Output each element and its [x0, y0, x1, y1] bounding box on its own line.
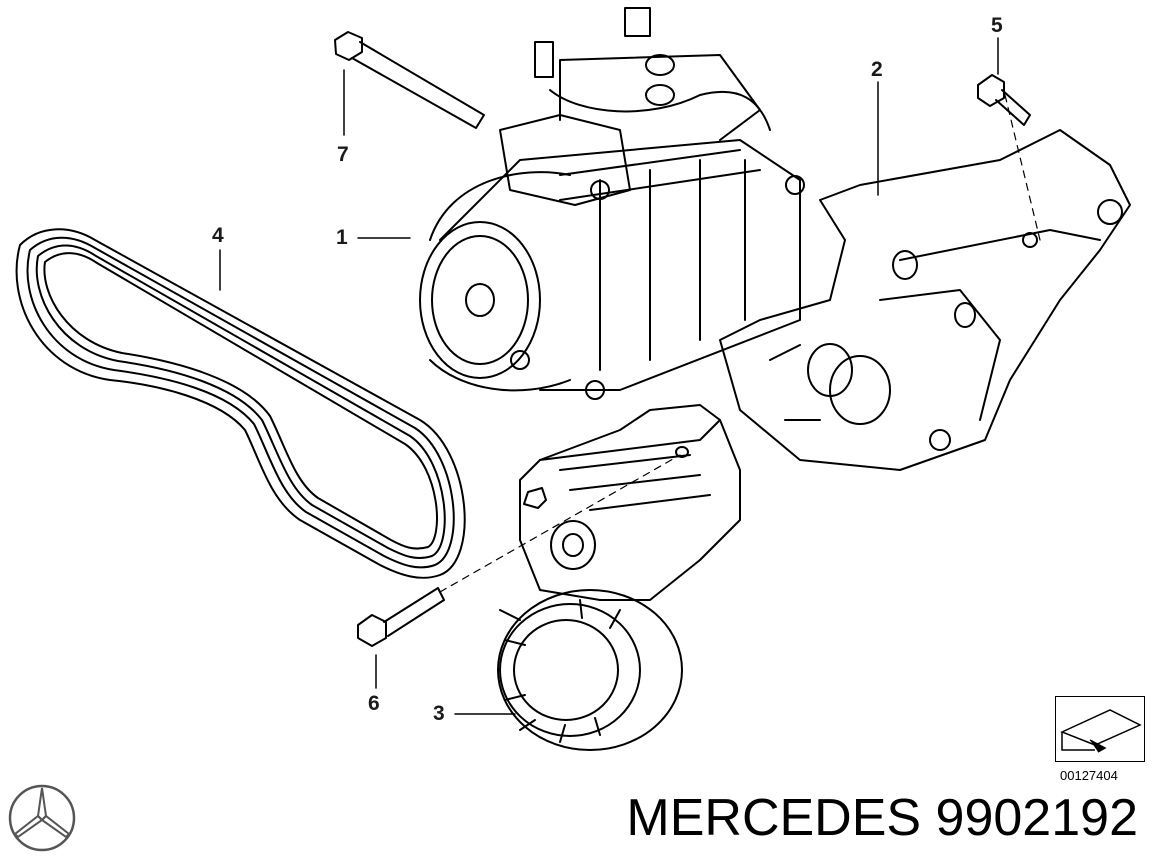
callout-6: 6	[368, 692, 380, 715]
view-direction-icon	[1060, 709, 1142, 753]
leader-lines	[219, 37, 999, 715]
ac-compressor	[419, 7, 805, 400]
callout-1: 1	[336, 226, 348, 249]
bolt-part-6	[357, 587, 445, 647]
document-number: 00127404	[1060, 768, 1118, 783]
callout-5: 5	[991, 14, 1003, 37]
mounting-bracket	[719, 129, 1131, 471]
callout-3: 3	[433, 702, 445, 725]
callout-2: 2	[871, 58, 883, 81]
brand-part-number: MERCEDES 9902192	[626, 789, 1138, 847]
bolt-part-5	[977, 74, 1031, 126]
mercedes-star-icon	[8, 784, 76, 852]
callout-7: 7	[337, 143, 349, 166]
reference-box	[1055, 696, 1145, 762]
callout-4: 4	[212, 224, 224, 247]
belt-tensioner	[497, 404, 741, 751]
bolt-part-7	[334, 31, 485, 129]
drive-belt	[15, 228, 466, 579]
alignment-lines	[439, 94, 1041, 593]
